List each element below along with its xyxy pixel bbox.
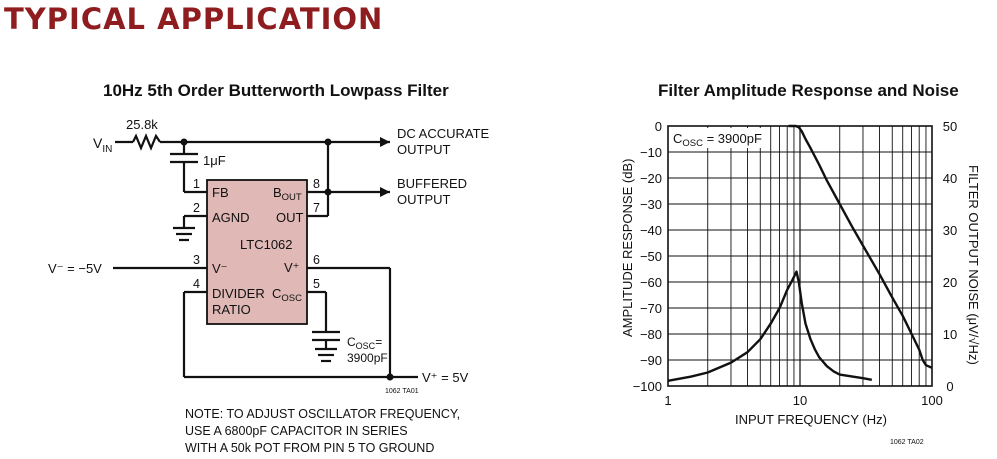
pin-vplus-label: V⁺	[284, 260, 300, 275]
junction-dot	[386, 373, 394, 381]
y-tick-label: −60	[640, 275, 662, 290]
y-tick-label: −100	[633, 379, 662, 394]
pin-number: 1	[193, 177, 200, 191]
vminus-label: V⁻ = −5V	[48, 261, 102, 276]
y2-tick-label: 0	[946, 379, 953, 394]
pin-cosc-label: COSC	[272, 286, 302, 304]
pin-bout-label: BOUT	[273, 185, 302, 203]
banner-title: TYPICAL APPLICATION	[4, 2, 384, 36]
y2-axis-label: FILTER OUTPUT NOISE (μV/√Hz)	[966, 165, 981, 365]
plot-frame	[667, 125, 933, 387]
y2-tick-label: 40	[943, 171, 957, 186]
pin-vminus-label: V⁻	[212, 261, 228, 276]
dc-output-label-1: DC ACCURATE	[397, 126, 490, 141]
pin-number: 3	[193, 253, 200, 267]
junction-dot	[324, 138, 332, 146]
junction-dot	[180, 138, 188, 146]
y-tick-label: −50	[640, 249, 662, 264]
dc-output-label-2: OUTPUT	[397, 142, 451, 157]
junction-dot	[324, 188, 332, 196]
vplus-label: V⁺ = 5V	[422, 370, 469, 385]
pin-divider-label-1: DIVIDER	[212, 286, 265, 301]
ltc1062-chip	[206, 179, 308, 325]
cosc-annotation: COSC = 3900pF	[673, 131, 762, 149]
x-tick-label: 100	[921, 393, 943, 408]
schematic-title: 10Hz 5th Order Butterworth Lowpass Filte…	[103, 81, 449, 100]
y-axis-label: AMPLITUDE RESPONSE (dB)	[620, 159, 635, 337]
pin-number: 6	[313, 253, 320, 267]
chart-grid	[668, 126, 932, 386]
schematic-code: 1062 TA01	[385, 388, 419, 395]
pin-number: 8	[313, 177, 320, 191]
chart-title: Filter Amplitude Response and Noise	[658, 81, 959, 100]
y-tick-label: −20	[640, 171, 662, 186]
cap1-label: 1μF	[203, 153, 226, 168]
x-tick-label: 10	[793, 393, 807, 408]
buffered-output-arrow	[380, 187, 390, 197]
x-axis-label: INPUT FREQUENCY (Hz)	[735, 412, 887, 427]
pin-number: 2	[193, 201, 200, 215]
y-tick-label: −40	[640, 223, 662, 238]
y2-tick-label: 50	[943, 119, 957, 134]
y-tick-label: −90	[640, 353, 662, 368]
adjust-note: NOTE: TO ADJUST OSCILLATOR FREQUENCY, USE…	[185, 406, 460, 457]
pin-number: 5	[313, 277, 320, 291]
annotation-background	[670, 128, 762, 148]
y-tick-label: 0	[655, 119, 662, 134]
dc-output-arrow	[380, 137, 390, 147]
resistor-label: 25.8k	[126, 117, 158, 132]
y-tick-label: −10	[640, 145, 662, 160]
y2-tick-label: 30	[943, 223, 957, 238]
pin-out-label: OUT	[276, 210, 304, 225]
pin-number: 7	[313, 201, 320, 215]
y-tick-label: −80	[640, 327, 662, 342]
note-line: NOTE: TO ADJUST OSCILLATOR FREQUENCY,	[185, 407, 461, 421]
chart-ticks: 0 −10 −20 −30 −40 −50 −60 −70 −80 −90 −100 50 40 30 20…	[633, 119, 958, 408]
pin-divider-label-2: RATIO	[212, 302, 251, 317]
cosc-label: COSC=	[347, 335, 382, 351]
note-line: USE A 6800pF CAPACITOR IN SERIES	[185, 424, 408, 438]
pin-fb-label: FB	[212, 185, 229, 200]
vin-label: VIN	[93, 135, 112, 155]
chip-name-label: LTC1062	[240, 237, 293, 252]
cosc-value-label: 3900pF	[347, 351, 388, 365]
y2-tick-label: 10	[943, 327, 957, 342]
note-line: WITH A 50k POT FROM PIN 5 TO GROUND	[185, 441, 435, 455]
resistor-symbol	[132, 133, 161, 151]
x-tick-label: 1	[664, 393, 671, 408]
pin-number: 4	[193, 277, 200, 291]
chart-lines	[667, 124, 933, 382]
output-noise-line	[667, 270, 873, 382]
chart-code: 1062 TA02	[890, 439, 924, 446]
y-tick-label: −70	[640, 301, 662, 316]
buffered-output-label-2: OUTPUT	[397, 192, 451, 207]
pin-agnd-label: AGND	[212, 210, 250, 225]
y-tick-label: −30	[640, 197, 662, 212]
amplitude-response-line	[788, 124, 933, 369]
y2-tick-label: 20	[943, 275, 957, 290]
buffered-output-label-1: BUFFERED	[397, 176, 467, 191]
